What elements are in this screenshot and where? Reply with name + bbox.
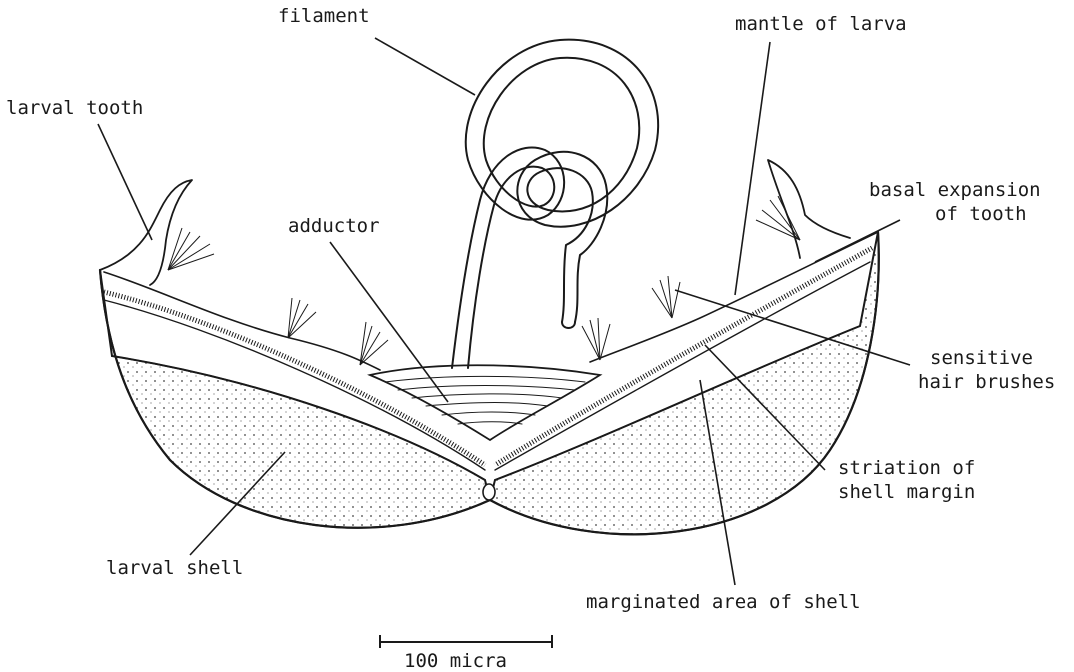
label-larval-shell: larval shell: [106, 557, 243, 579]
leader-larval-tooth: [98, 124, 152, 240]
label-basal-expansion-line1: basal expansion: [869, 179, 1041, 201]
label-sensitive-line2: hair brushes: [918, 371, 1055, 393]
right-valve: [490, 160, 879, 534]
hair-brush: [652, 276, 680, 318]
scale-bar: 100 micra: [380, 635, 552, 672]
label-filament: filament: [278, 5, 370, 27]
label-basal-expansion-line2: of tooth: [935, 203, 1027, 225]
label-sensitive-line1: sensitive: [930, 347, 1033, 369]
filament: [452, 40, 658, 368]
hinge-ligament: [483, 484, 495, 500]
leader-filament: [375, 38, 475, 95]
adductor-muscle: [370, 365, 600, 440]
label-striation-line1: striation of: [838, 457, 975, 479]
labels: filament mantle of larva larval tooth ba…: [6, 5, 1055, 613]
sensitive-hair-brushes: [168, 196, 800, 365]
left-mantle: [104, 272, 380, 370]
right-tooth: [768, 160, 850, 258]
label-marginated-area: marginated area of shell: [586, 591, 861, 613]
label-larval-tooth: larval tooth: [6, 97, 143, 119]
hair-brush: [360, 322, 388, 365]
leader-basal-expansion: [815, 220, 900, 262]
label-mantle-of-larva: mantle of larva: [735, 13, 907, 35]
hair-brush: [168, 228, 214, 270]
label-striation-line2: shell margin: [838, 481, 975, 503]
label-adductor: adductor: [288, 215, 380, 237]
hair-brush: [288, 298, 316, 338]
hair-brush: [582, 318, 610, 360]
leader-mantle: [735, 42, 770, 295]
left-tooth: [100, 180, 192, 285]
scale-bar-label: 100 micra: [404, 650, 507, 672]
